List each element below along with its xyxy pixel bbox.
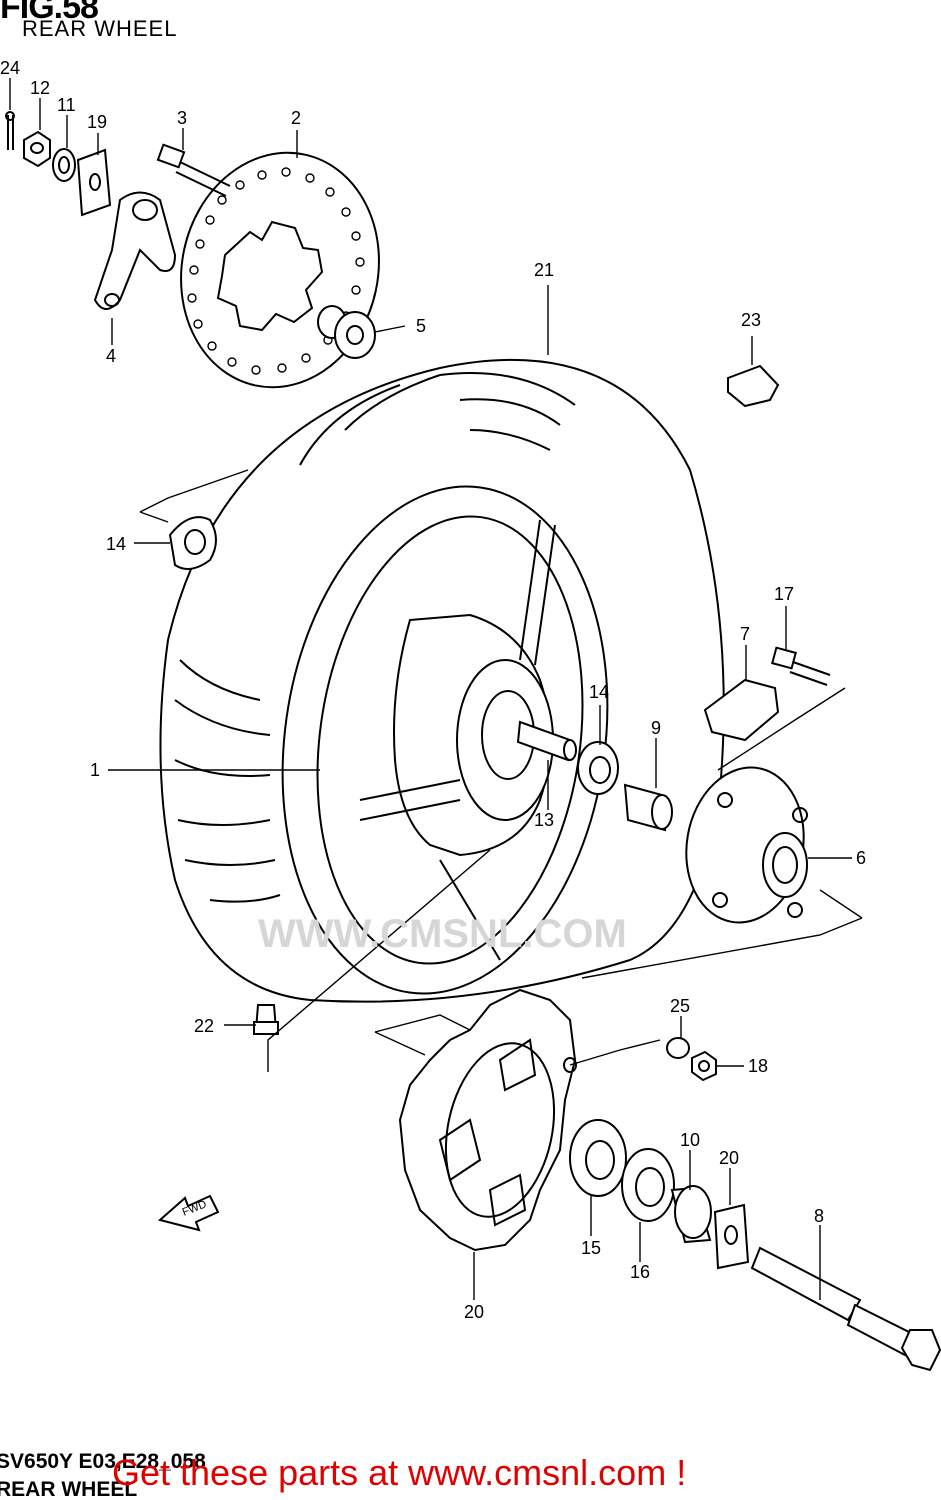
brake-disc — [180, 151, 380, 389]
leader-lines — [9, 78, 863, 1300]
part-label-11: 11 — [57, 95, 76, 115]
part-label-10: 10 — [680, 1130, 700, 1150]
axle-nut — [23, 130, 51, 168]
balancer-weight — [727, 364, 780, 408]
part-label-9: 9 — [651, 718, 661, 738]
part-label-6: 6 — [856, 848, 866, 868]
part-label-2: 2 — [291, 108, 301, 128]
cotter-pin — [5, 111, 15, 150]
part-label-13: 13 — [534, 810, 554, 830]
part-label-3: 3 — [177, 108, 187, 128]
bearing — [577, 741, 619, 795]
part-label-20-top: 19 — [87, 112, 107, 132]
part-label-21: 21 — [534, 260, 554, 280]
part-label-20-right: 20 — [719, 1148, 739, 1168]
part-label-8: 8 — [814, 1206, 824, 1226]
forward-arrow-icon: FWD — [157, 1194, 220, 1232]
caliper-bracket — [93, 191, 177, 310]
part-label-7: 7 — [740, 624, 750, 644]
part-label-14-center: 14 — [589, 682, 609, 702]
spacer — [670, 1185, 712, 1244]
bearing — [168, 516, 217, 570]
disc-bolt — [156, 143, 231, 197]
rear-sprocket — [398, 988, 577, 1252]
adjuster-plate — [76, 148, 112, 217]
part-label-19: 18 — [748, 1056, 768, 1076]
part-label-22: 22 — [194, 1016, 214, 1036]
promo-link[interactable]: Get these parts at www.cmsnl.com ! — [112, 1452, 687, 1493]
part-label-23: 23 — [741, 310, 761, 330]
part-label-15: 15 — [581, 1238, 601, 1258]
part-label-25: 25 — [670, 996, 690, 1016]
sprocket-drum — [685, 766, 808, 924]
figure-title: REAR WHEEL — [22, 16, 178, 41]
oil-seal — [621, 1148, 675, 1222]
washer — [666, 1037, 690, 1059]
part-label-4: 4 — [106, 346, 116, 366]
washer — [52, 148, 76, 182]
adjuster-plate — [713, 1203, 750, 1270]
bolt — [771, 646, 831, 686]
chain-guide — [703, 678, 780, 742]
watermark-text: WWW.CMSNL.COM — [258, 912, 627, 956]
hub-shaft — [516, 720, 577, 762]
part-label-24: 24 — [0, 58, 20, 78]
part-label-12: 12 — [30, 78, 50, 98]
rear-wheel-rim — [281, 485, 609, 995]
part-label-18: 17 — [774, 584, 794, 604]
part-label-14-left: 14 — [106, 534, 126, 554]
spacer — [623, 783, 673, 832]
bearing — [569, 1119, 627, 1197]
valve — [253, 1004, 279, 1035]
part-label-1: 1 — [90, 760, 100, 780]
figure-number: FIG.58 — [0, 0, 99, 26]
part-label-17: 20 — [464, 1302, 484, 1322]
spacer — [317, 305, 376, 359]
part-labels: 24 12 11 19 3 2 4 5 21 23 14 1 13 14 9 7… — [0, 58, 866, 1322]
sprocket-nut — [691, 1050, 717, 1082]
figure-code-subtitle: REAR WHEEL — [0, 1478, 138, 1500]
axle — [750, 1246, 941, 1372]
part-label-16: 16 — [630, 1262, 650, 1282]
figure-code: SV650Y E03,E28_058 — [0, 1450, 206, 1473]
part-label-5: 5 — [416, 316, 426, 336]
